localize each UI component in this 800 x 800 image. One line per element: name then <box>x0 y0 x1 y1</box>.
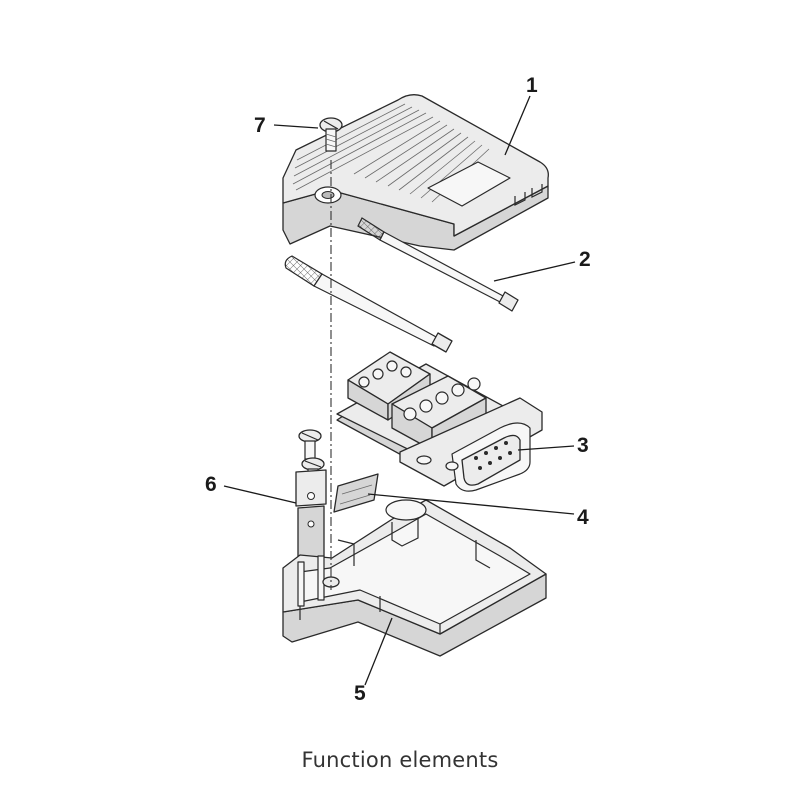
callout-1: 1 <box>526 74 538 97</box>
connector-pins <box>474 441 512 470</box>
locking-screw-front <box>284 255 453 353</box>
housing-cover <box>282 94 549 251</box>
callout-7: 7 <box>254 114 266 137</box>
insulating-plate <box>333 473 379 513</box>
callout-5: 5 <box>354 682 366 705</box>
connector-board <box>336 351 543 492</box>
callout-3: 3 <box>577 434 589 457</box>
figure-caption: Function elements <box>301 748 499 772</box>
exploded-connector-diagram: 1 2 3 4 5 6 7 <box>205 74 591 705</box>
callout-4: 4 <box>577 506 589 529</box>
strain-relief <box>295 429 327 563</box>
leader-lines <box>223 95 576 686</box>
terminal-screws-back <box>358 360 412 388</box>
label-field <box>427 161 511 207</box>
callout-6: 6 <box>205 473 217 496</box>
callout-2: 2 <box>579 248 591 271</box>
housing-base <box>282 499 547 657</box>
terminal-screws-front <box>403 377 481 421</box>
screw-top <box>319 117 343 152</box>
locking-screw-back <box>357 217 519 312</box>
